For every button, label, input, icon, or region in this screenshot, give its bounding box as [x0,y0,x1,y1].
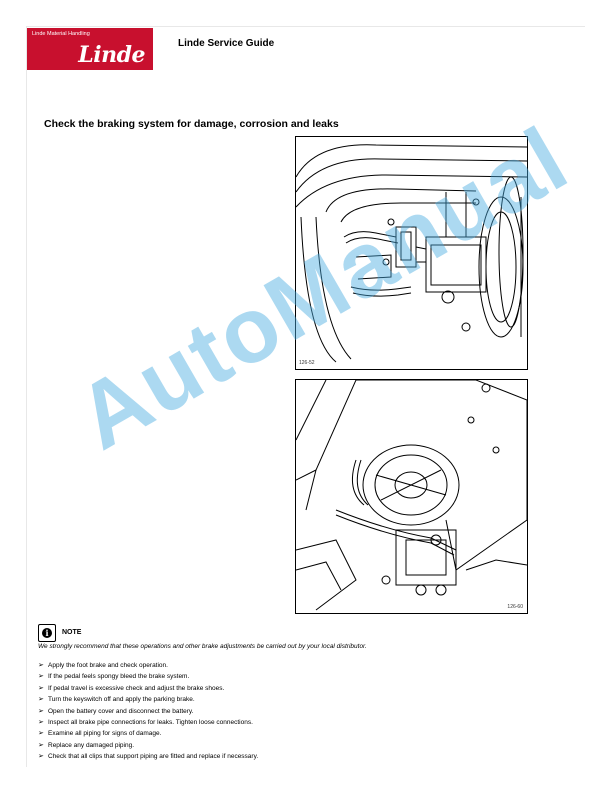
section-title: Check the braking system for damage, cor… [44,118,339,130]
logo-subtext: Linde Material Handling [32,31,90,37]
arrow-bullet-icon: ➢ [38,718,44,726]
list-item: ➢Turn the keyswitch off and apply the pa… [38,694,258,705]
arrow-bullet-icon: ➢ [38,730,44,738]
brake-piping-illustration [296,380,527,611]
page-border [26,26,585,767]
figure-brake-piping: 126-60 [295,379,528,614]
page-header-title: Linde Service Guide [178,38,275,49]
figure-code: 126-60 [507,604,523,610]
arrow-bullet-icon: ➢ [38,662,44,669]
note-label: NOTE [62,629,82,636]
list-item: ➢Open the battery cover and disconnect t… [38,706,258,717]
figure-brake-assembly: 126-52 [295,136,528,370]
list-item: ➢Check that all clips that support pipin… [38,751,258,762]
list-item: ➢Inspect all brake pipe connections for … [38,717,258,728]
arrow-bullet-icon: ➢ [38,673,44,681]
logo-brand: Linde [78,42,145,68]
arrow-bullet-icon: ➢ [38,741,44,749]
figure-code: 126-52 [299,360,315,366]
list-item: ➢If the pedal feels spongy bleed the bra… [38,671,258,682]
arrow-bullet-icon: ➢ [38,753,44,761]
note-text: We strongly recommend that these operati… [38,643,367,650]
arrow-bullet-icon: ➢ [38,696,44,704]
list-item: ➢If pedal travel is excessive check and … [38,683,258,694]
info-icon: i [38,624,56,642]
arrow-bullet-icon: ➢ [38,707,44,715]
list-item: ➢Apply the foot brake and check operatio… [38,660,258,671]
steps-list: ➢Apply the foot brake and check operatio… [38,660,258,763]
brake-assembly-illustration [296,144,527,363]
arrow-bullet-icon: ➢ [38,684,44,692]
list-item: ➢Examine all piping for signs of damage. [38,728,258,739]
linde-logo: Linde Material Handling Linde [27,28,153,70]
list-item: ➢Replace any damaged piping. [38,740,258,751]
